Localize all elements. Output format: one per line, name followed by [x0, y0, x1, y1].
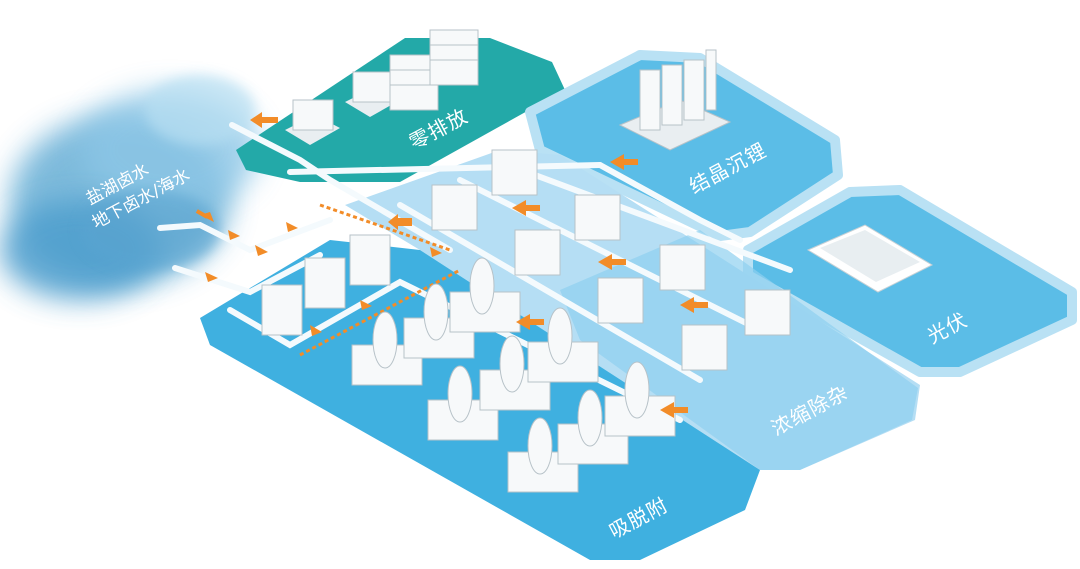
brine-cloud — [0, 75, 260, 300]
crystallization-plant — [618, 49, 732, 151]
flow-arrows — [195, 112, 708, 418]
pv-panels — [806, 224, 934, 293]
adsorption-units — [261, 234, 676, 493]
zero-discharge-units — [285, 29, 479, 145]
pipes — [157, 122, 793, 423]
concentration-modules — [431, 149, 791, 371]
zone-crystallization — [525, 50, 843, 241]
